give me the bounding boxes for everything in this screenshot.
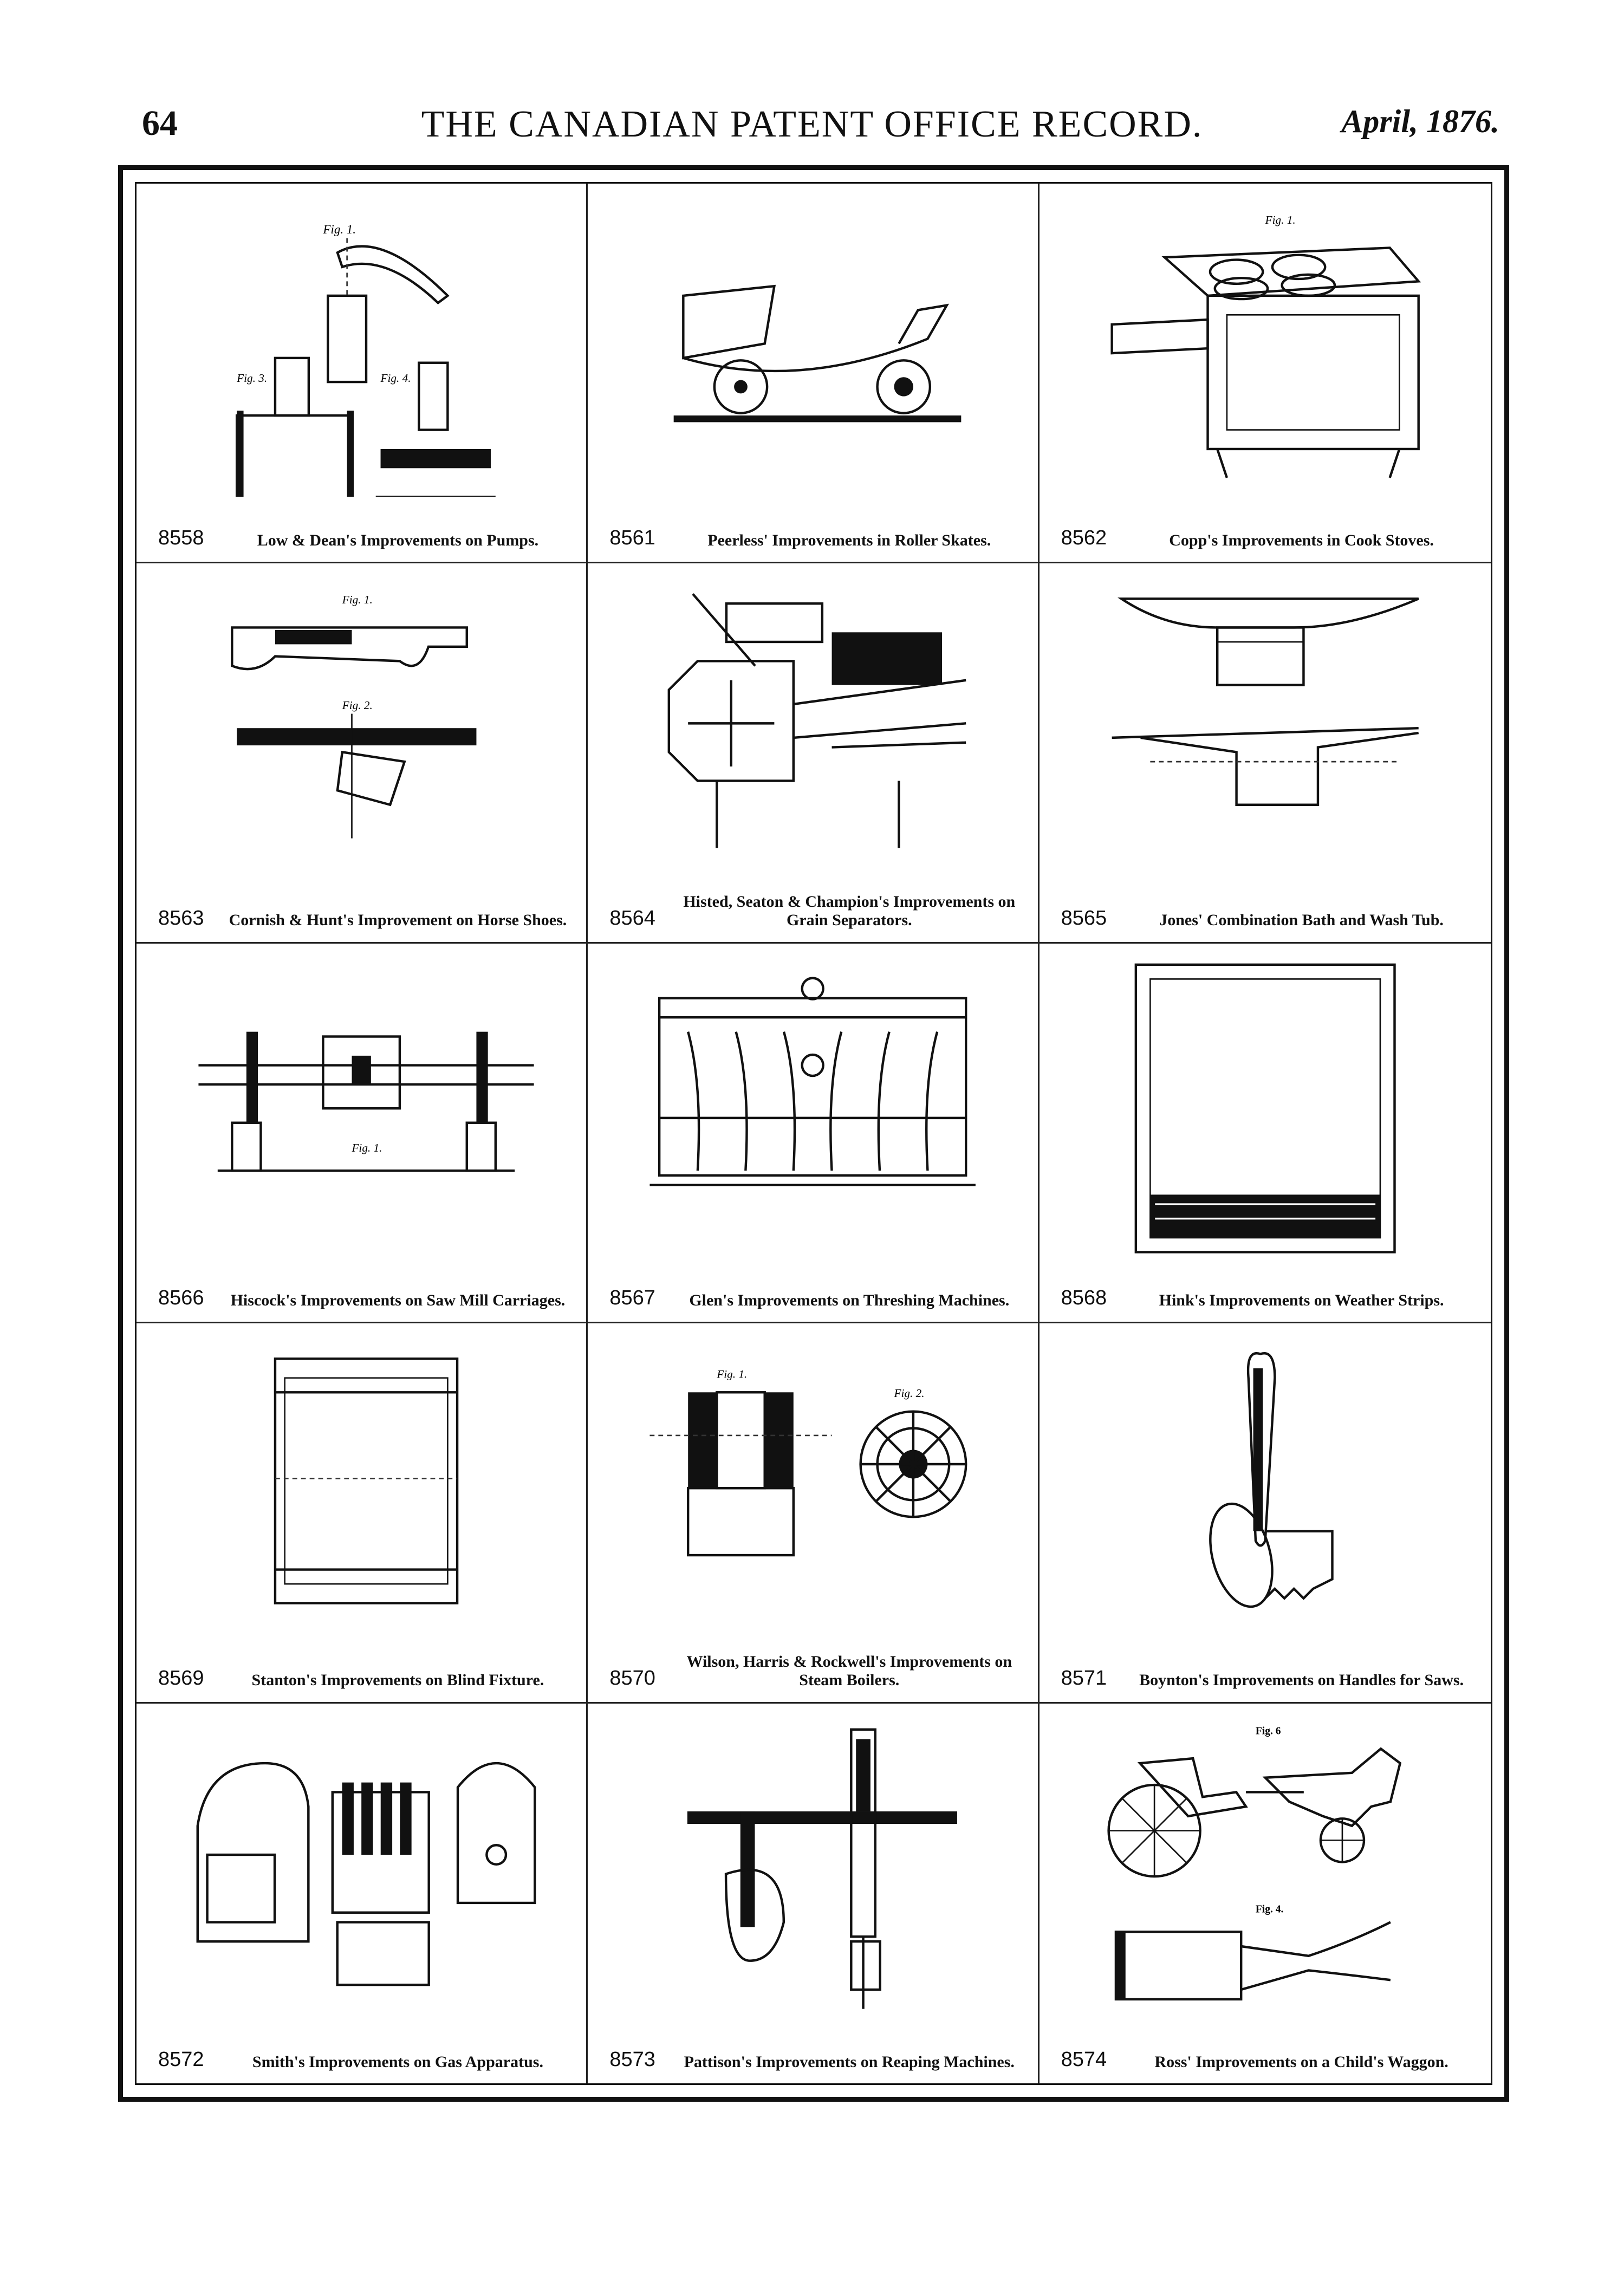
issue-date: April, 1876. xyxy=(1341,103,1499,139)
patent-number: 8563 xyxy=(158,906,204,930)
patent-cell-8564: 8564 Histed, Seaton & Champion's Improve… xyxy=(588,563,1040,944)
patent-cell-8566: Fig. 1. 8566 Hiscock's Improvements on S… xyxy=(137,943,588,1324)
patent-number: 8566 xyxy=(158,1287,204,1310)
page-header: 64 THE CANADIAN PATENT OFFICE RECORD. Ap… xyxy=(0,103,1624,163)
patent-caption: 8562 Copp's Improvements in Cook Stoves. xyxy=(1061,527,1474,550)
patent-cell-8563: Fig. 1. Fig. 2. 8563 Cornish & Hunt's Im… xyxy=(137,563,588,944)
patent-description: Wilson, Harris & Rockwell's Improvements… xyxy=(686,1652,1012,1690)
patent-description: Peerless' Improvements in Roller Skates. xyxy=(707,531,991,549)
patent-caption: 8558 Low & Dean's Improvements on Pumps. xyxy=(158,527,570,550)
fig-label: Fig. 4. xyxy=(380,372,411,385)
saw-handle-illustration xyxy=(1056,1340,1474,1636)
patent-plate-frame: Fig. 1. Fig. 3. Fig. 4. 8558 Low & Dean'… xyxy=(118,165,1509,2102)
patent-description: Pattison's Improvements on Reaping Machi… xyxy=(684,2052,1015,2071)
patent-caption: 8573 Pattison's Improvements on Reaping … xyxy=(609,2048,1021,2071)
fig-label: Fig. 2. xyxy=(894,1387,925,1400)
patent-description: Low & Dean's Improvements on Pumps. xyxy=(257,531,539,549)
fig-label: Fig. 3. xyxy=(236,372,267,385)
patent-caption: 8568 Hink's Improvements on Weather Stri… xyxy=(1061,1287,1474,1310)
patent-description: Cornish & Hunt's Improvement on Horse Sh… xyxy=(229,911,567,930)
patent-description: Smith's Improvements on Gas Apparatus. xyxy=(252,2052,543,2071)
patent-cell-8574: Fig. 6 Fig. 4. 8574 Ross' Improvements o… xyxy=(1040,1704,1491,2083)
saw-mill-carriage-illustration: Fig. 1. xyxy=(153,960,570,1257)
blind-fixture-illustration xyxy=(153,1340,570,1636)
pump-illustration: Fig. 1. Fig. 3. Fig. 4. xyxy=(153,200,570,497)
threshing-machine-illustration xyxy=(604,960,1021,1257)
fig-label: Fig. 1. xyxy=(342,594,373,607)
patent-caption: 8564 Histed, Seaton & Champion's Improve… xyxy=(609,893,1021,930)
patent-number: 8562 xyxy=(1061,527,1107,550)
patent-number: 8567 xyxy=(609,1287,655,1310)
patent-cell-8561: 8561 Peerless' Improvements in Roller Sk… xyxy=(588,184,1040,564)
grain-separator-illustration xyxy=(604,580,1021,876)
patent-cell-8573: 8573 Pattison's Improvements on Reaping … xyxy=(588,1703,1040,2083)
patent-number: 8565 xyxy=(1061,906,1107,930)
patent-caption: 8569 Stanton's Improvements on Blind Fix… xyxy=(158,1667,570,1690)
page-number: 64 xyxy=(142,103,178,143)
fig-label: Fig. 4. xyxy=(1256,1903,1284,1915)
patent-cell-8565: 8565 Jones' Combination Bath and Wash Tu… xyxy=(1039,563,1491,944)
patent-cell-8571: 8571 Boynton's Improvements on Handles f… xyxy=(1039,1323,1491,1704)
horse-shoe-illustration: Fig. 1. Fig. 2. xyxy=(153,580,570,876)
reaping-machine-illustration xyxy=(604,1720,1021,2018)
patent-number: 8569 xyxy=(158,1666,204,1690)
patent-number: 8564 xyxy=(609,906,655,930)
patent-caption: 8561 Peerless' Improvements in Roller Sk… xyxy=(609,527,1021,550)
fig-label: Fig. 6 xyxy=(1256,1725,1281,1737)
patent-caption: 8566 Hiscock's Improvements on Saw Mill … xyxy=(158,1287,570,1310)
fig-label: Fig. 1. xyxy=(322,223,356,236)
cook-stove-illustration: Fig. 1. xyxy=(1056,200,1474,497)
patent-cell-8568: 8568 Hink's Improvements on Weather Stri… xyxy=(1039,944,1491,1324)
childs-waggon-illustration: Fig. 6 Fig. 4. xyxy=(1056,1720,1474,2018)
patent-number: 8570 xyxy=(609,1666,655,1690)
fig-label: Fig. 2. xyxy=(342,699,373,712)
patent-description: Jones' Combination Bath and Wash Tub. xyxy=(1159,911,1444,930)
patent-description: Stanton's Improvements on Blind Fixture. xyxy=(251,1671,544,1690)
patent-description: Copp's Improvements in Cook Stoves. xyxy=(1169,531,1434,549)
patent-caption: 8572 Smith's Improvements on Gas Apparat… xyxy=(158,2048,570,2071)
patent-plate-inner-rule: Fig. 1. Fig. 3. Fig. 4. 8558 Low & Dean'… xyxy=(135,182,1492,2085)
patent-cell-8570: Fig. 1. Fig. 2. 8570 Wilson, Harris & Ro… xyxy=(588,1323,1040,1704)
patent-cell-8572: 8572 Smith's Improvements on Gas Apparat… xyxy=(137,1703,588,2083)
patent-caption: 8570 Wilson, Harris & Rockwell's Improve… xyxy=(609,1653,1021,1690)
patent-caption: 8563 Cornish & Hunt's Improvement on Hor… xyxy=(158,907,570,930)
fig-label: Fig. 1. xyxy=(351,1141,382,1154)
bath-wash-tub-illustration xyxy=(1056,580,1474,876)
patent-description: Glen's Improvements on Threshing Machine… xyxy=(689,1291,1010,1309)
patent-description: Ross' Improvements on a Child's Waggon. xyxy=(1154,2052,1448,2071)
patent-description: Histed, Seaton & Champion's Improvements… xyxy=(683,892,1016,930)
patent-number: 8572 xyxy=(158,2048,204,2071)
patent-caption: 8567 Glen's Improvements on Threshing Ma… xyxy=(609,1287,1021,1310)
gas-apparatus-illustration xyxy=(153,1720,570,2018)
fig-label: Fig. 1. xyxy=(717,1368,748,1381)
patent-description: Boynton's Improvements on Handles for Sa… xyxy=(1139,1671,1464,1690)
patent-cell-8569: 8569 Stanton's Improvements on Blind Fix… xyxy=(137,1323,588,1704)
patent-number: 8561 xyxy=(609,527,655,550)
roller-skate-illustration xyxy=(604,200,1021,497)
patent-number: 8573 xyxy=(609,2048,655,2071)
patent-cell-8567: 8567 Glen's Improvements on Threshing Ma… xyxy=(588,943,1040,1324)
patent-description: Hink's Improvements on Weather Strips. xyxy=(1159,1291,1444,1309)
page-title: THE CANADIAN PATENT OFFICE RECORD. xyxy=(421,103,1203,145)
patent-number: 8571 xyxy=(1061,1666,1107,1690)
steam-boiler-illustration: Fig. 1. Fig. 2. xyxy=(604,1340,1021,1636)
patent-cell-8562: Fig. 1. 8562 Copp's Improvements in Cook… xyxy=(1039,184,1491,564)
patent-caption: 8574 Ross' Improvements on a Child's Wag… xyxy=(1061,2048,1474,2071)
fig-label: Fig. 1. xyxy=(1264,213,1295,226)
patent-grid: Fig. 1. Fig. 3. Fig. 4. 8558 Low & Dean'… xyxy=(137,184,1491,2083)
patent-number: 8574 xyxy=(1061,2048,1107,2071)
patent-cell-8558: Fig. 1. Fig. 3. Fig. 4. 8558 Low & Dean'… xyxy=(137,184,588,564)
patent-number: 8568 xyxy=(1061,1287,1107,1310)
patent-number: 8558 xyxy=(158,527,204,550)
patent-description: Hiscock's Improvements on Saw Mill Carri… xyxy=(230,1291,566,1309)
patent-caption: 8565 Jones' Combination Bath and Wash Tu… xyxy=(1061,907,1474,930)
weather-strip-illustration xyxy=(1056,960,1474,1257)
patent-caption: 8571 Boynton's Improvements on Handles f… xyxy=(1061,1667,1474,1690)
